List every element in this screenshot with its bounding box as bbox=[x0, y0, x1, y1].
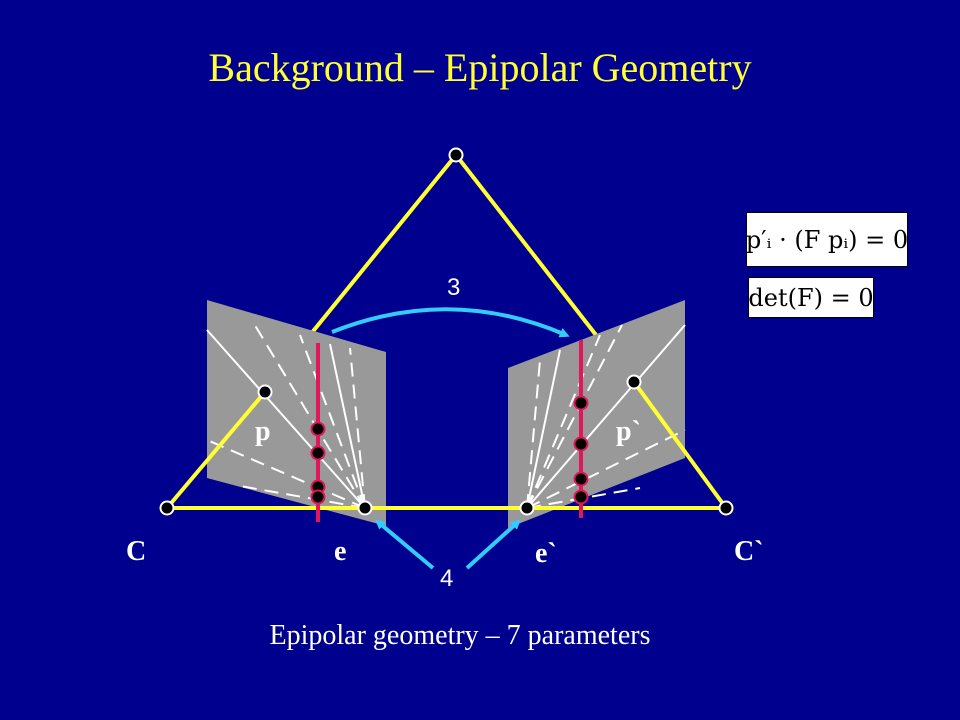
scene-point bbox=[448, 147, 464, 163]
epipole-right-point bbox=[519, 500, 535, 516]
arrow-top bbox=[331, 307, 570, 338]
ray-to-p-prime bbox=[632, 380, 728, 510]
right-image-plane bbox=[508, 300, 685, 528]
image-point-p-prime bbox=[626, 374, 642, 390]
count-top-label: 3 bbox=[447, 274, 460, 301]
slide-caption: Epipolar geometry – 7 parameters bbox=[269, 620, 651, 651]
right-epipolar-pencil bbox=[526, 324, 686, 509]
arrow-bottom-right bbox=[465, 519, 521, 570]
epipole-left-label: e bbox=[334, 536, 346, 567]
left-epipolar-pencil bbox=[206, 321, 366, 509]
epipole-right-label: e` bbox=[535, 538, 557, 569]
camera-right-label: C` bbox=[734, 536, 764, 567]
ray-to-p bbox=[165, 390, 267, 510]
point-left-label: p bbox=[255, 416, 271, 447]
ray-left bbox=[308, 153, 458, 337]
arrow-bottom-left bbox=[374, 519, 435, 570]
left-image-plane bbox=[207, 300, 386, 526]
camera-left-label: C bbox=[126, 536, 146, 567]
slide-title: Background – Epipolar Geometry bbox=[208, 45, 752, 90]
point-right-label: p` bbox=[616, 416, 641, 447]
ray-right bbox=[454, 153, 598, 337]
image-point-p bbox=[257, 384, 273, 400]
camera-center-left bbox=[159, 500, 175, 516]
constraint-equation: p′ᵢ · (F pᵢ) = 0 bbox=[746, 212, 908, 267]
left-line-points bbox=[310, 421, 326, 505]
epipole-left-point bbox=[357, 500, 373, 516]
key-points bbox=[159, 147, 734, 516]
camera-center-right bbox=[718, 500, 734, 516]
count-bottom-label: 4 bbox=[440, 565, 453, 592]
determinant-equation: det(F) = 0 bbox=[748, 277, 874, 318]
right-line-points bbox=[573, 395, 589, 505]
